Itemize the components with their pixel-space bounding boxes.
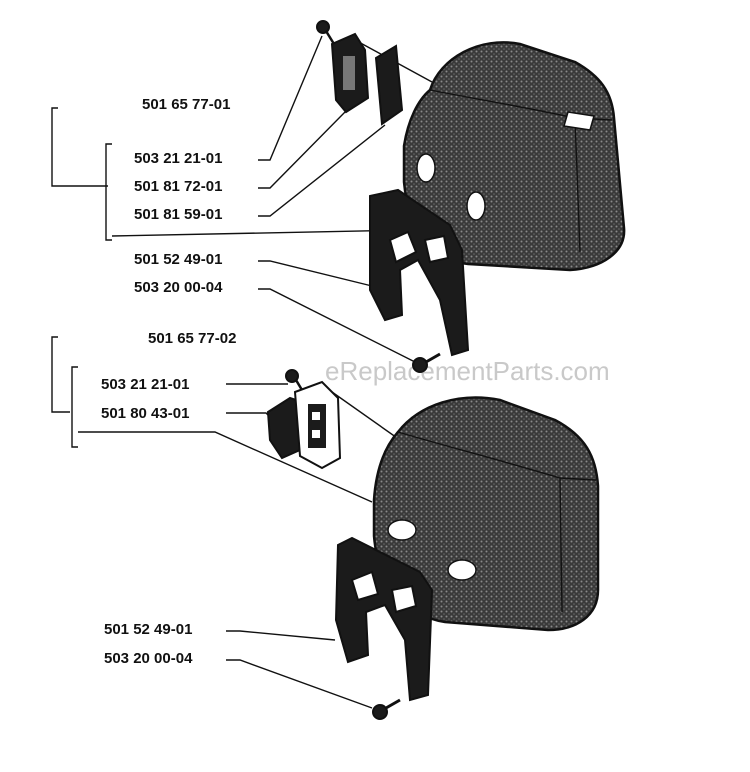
upper-cover-plate-icon <box>330 32 370 114</box>
lower-gasket-icon <box>334 536 434 702</box>
upper-part-label-4: 501 52 49-01 <box>134 251 222 268</box>
upper-leader-5 <box>258 288 416 363</box>
upper-bolt-icon <box>412 352 441 373</box>
lower-screw-icon <box>285 369 304 391</box>
upper-assembly: 501 65 77-01 503 21 21-01 501 81 72-01 5… <box>51 20 626 373</box>
lower-assembly: 501 65 77-02 503 21 21-01 501 80 43-01 5… <box>51 330 600 720</box>
upper-screw-icon <box>316 20 336 45</box>
lower-kit-bracket <box>51 336 70 413</box>
lower-part-bracket <box>71 366 78 448</box>
upper-part-bracket <box>105 143 112 241</box>
lower-muffler-icon <box>372 396 600 632</box>
lower-part-label-1: 503 21 21-01 <box>101 376 189 393</box>
watermark: eReplacementParts.com <box>325 356 610 386</box>
upper-leader-1 <box>258 35 323 161</box>
lower-kit-label: 501 65 77-02 <box>148 330 236 347</box>
upper-leader-2 <box>258 111 346 189</box>
lower-leader-muffler <box>331 391 401 441</box>
lower-cover-screen-icon <box>266 380 342 470</box>
upper-kit-label: 501 65 77-01 <box>142 96 230 113</box>
upper-gasket-icon <box>369 188 470 357</box>
lower-leader-4 <box>226 659 373 709</box>
upper-leader-kit <box>111 229 411 237</box>
upper-part-label-2: 501 81 72-01 <box>134 178 222 195</box>
upper-part-label-1: 503 21 21-01 <box>134 150 222 167</box>
upper-muffler-icon <box>402 41 626 272</box>
upper-screen-icon <box>374 44 404 126</box>
lower-leader-3 <box>226 630 336 641</box>
lower-part-label-3: 501 52 49-01 <box>104 621 192 638</box>
lower-leader-kit <box>78 431 373 503</box>
upper-part-label-5: 503 20 00-04 <box>134 279 223 296</box>
upper-part-label-3: 501 81 59-01 <box>134 206 222 223</box>
lower-bolt-icon <box>372 698 401 720</box>
upper-kit-bracket <box>51 107 108 187</box>
upper-leader-4 <box>258 260 373 287</box>
lower-part-label-2: 501 80 43-01 <box>101 405 189 422</box>
lower-part-label-4: 503 20 00-04 <box>104 650 193 667</box>
upper-leader-3 <box>258 124 386 217</box>
